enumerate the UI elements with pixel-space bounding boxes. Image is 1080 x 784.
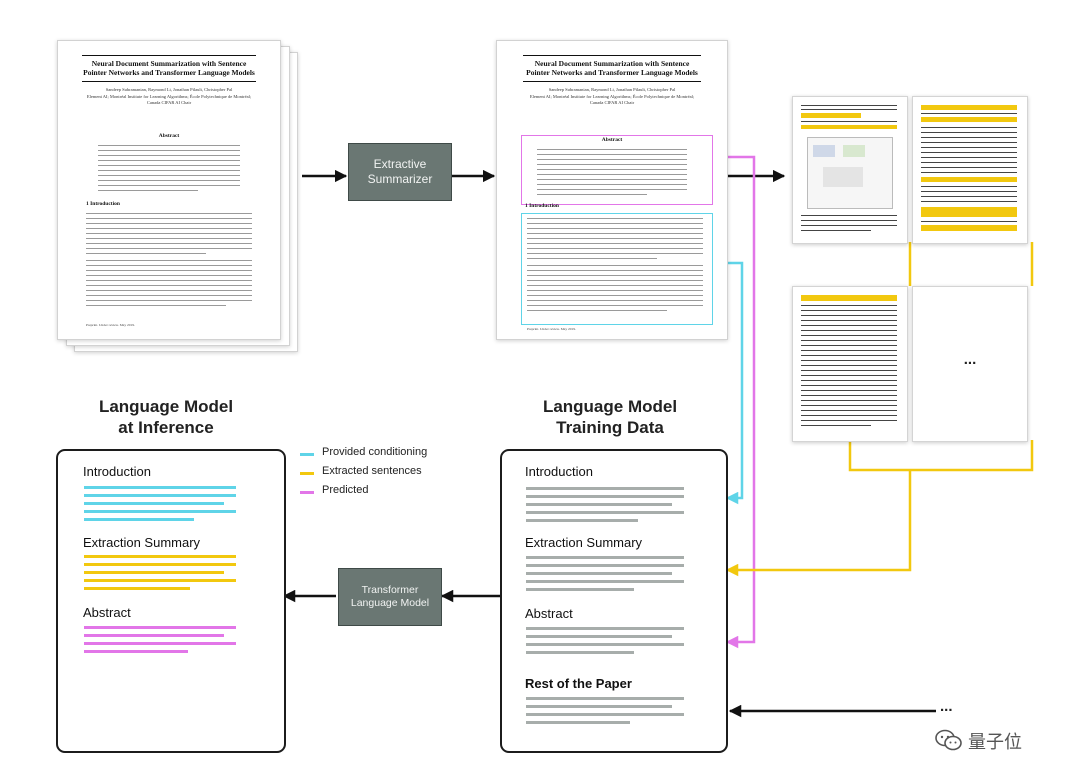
transformer-line1: Transformer <box>361 584 419 596</box>
highlighted-paper: Neural Document Summarization with Sente… <box>496 40 728 340</box>
legend-swatch-pink <box>300 491 314 494</box>
transformer-lm-box: Transformer Language Model <box>338 568 442 626</box>
abstract-highlight <box>521 135 713 205</box>
source-paper: Neural Document Summarization with Sente… <box>57 40 281 340</box>
paper-affiliations: Element AI; Montréal Institute for Learn… <box>86 94 252 105</box>
paper-footer: Preprint. Under review. May 2019. <box>86 323 135 327</box>
training-rest-heading: Rest of the Paper <box>525 676 632 691</box>
legend-label-extracted: Extracted sentences <box>322 465 422 477</box>
extractive-summarizer-box: Extractive Summarizer <box>348 143 452 201</box>
watermark-text: 量子位 <box>968 732 1022 752</box>
yellow-connector-main <box>725 470 912 577</box>
yellow-connector-bottom <box>848 440 1034 472</box>
hpaper-title-line1: Neural Document Summarization with Sente… <box>534 59 690 68</box>
introduction-highlight <box>521 213 713 325</box>
hpaper-authors: Sandeep Subramanian, Raymond Li, Jonatha… <box>548 87 676 92</box>
legend-swatch-yellow <box>300 472 314 475</box>
inference-introduction-heading: Introduction <box>83 464 151 479</box>
legend-label-predicted: Predicted <box>322 484 369 496</box>
inference-title-line1: Language Model <box>98 397 234 416</box>
legend: Provided conditioning Extracted sentence… <box>300 445 470 501</box>
legend-label-provided: Provided conditioning <box>322 446 428 458</box>
paper-intro-heading: 1 Introduction <box>86 201 120 207</box>
extractive-line1: Extractive <box>373 157 427 171</box>
inference-title-line2: at Inference <box>118 418 214 437</box>
paper-title-line2: Pointer Networks and Transformer Languag… <box>83 68 255 77</box>
inference-panel: Introduction Extraction Summary Abstract <box>56 449 286 753</box>
paper-title-line1: Neural Document Summarization with Sente… <box>91 59 247 68</box>
thumbnail-page-2 <box>912 96 1028 244</box>
training-panel: Introduction Extraction Summary Abstract… <box>500 449 728 753</box>
pink-connector <box>712 155 756 649</box>
training-abstract-heading: Abstract <box>525 606 573 621</box>
wechat-icon <box>935 729 962 751</box>
thumbnail-page-1 <box>792 96 908 244</box>
hpaper-footer: Preprint. Under review. May 2019. <box>527 327 576 331</box>
legend-swatch-cyan <box>300 453 314 456</box>
training-title: Language Model Training Data <box>500 396 720 438</box>
training-extraction-summary-heading: Extraction Summary <box>525 535 643 550</box>
thumbnail-more: ... <box>912 286 1028 442</box>
paper-abstract-heading: Abstract <box>158 133 180 139</box>
bottom-ellipsis: ... <box>940 698 953 715</box>
paper-authors: Sandeep Subramanian, Raymond Li, Jonatha… <box>105 87 233 92</box>
inference-title: Language Model at Inference <box>56 396 276 438</box>
inference-extraction-summary-heading: Extraction Summary <box>83 535 201 550</box>
training-title-line1: Language Model <box>542 397 678 416</box>
transformer-line2: Language Model <box>350 597 430 609</box>
training-title-line2: Training Data <box>556 418 664 437</box>
inference-abstract-heading: Abstract <box>83 605 131 620</box>
hpaper-abstract-heading: Abstract <box>601 137 623 143</box>
hpaper-intro-heading: 1 Introduction <box>525 203 559 209</box>
hpaper-affiliations: Element AI; Montréal Institute for Learn… <box>529 94 695 105</box>
extractive-line2: Summarizer <box>367 172 433 186</box>
thumbnail-page-3 <box>792 286 908 442</box>
thumbnail-ellipsis: ... <box>963 351 977 368</box>
training-introduction-heading: Introduction <box>525 464 593 479</box>
hpaper-title-line2: Pointer Networks and Transformer Languag… <box>526 68 698 77</box>
